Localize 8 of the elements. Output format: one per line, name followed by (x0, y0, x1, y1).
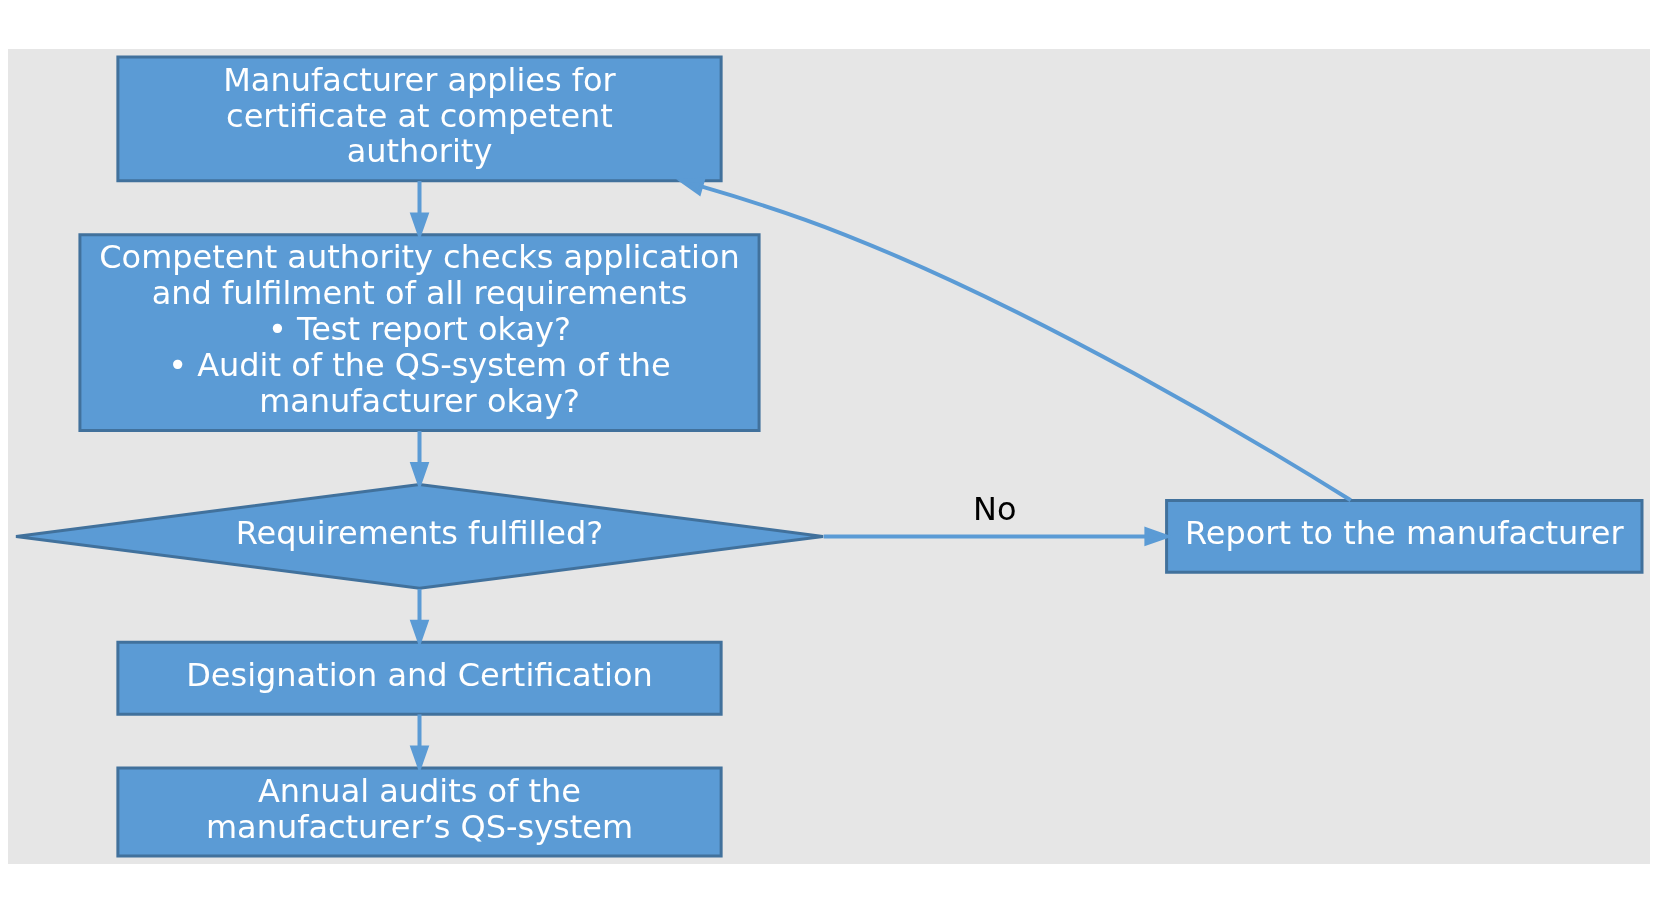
edge-label: No (973, 490, 1017, 529)
node-diamond: Requirements fulfilled? (14, 482, 825, 590)
node-box: Manufacturer applies for certificate at competent authority (116, 55, 723, 183)
node-box: Annual audits of the manufacturer’s QS-system (116, 766, 723, 858)
node-box: Report to the manufacturer (1165, 498, 1644, 574)
node-box: Designation and Certification (116, 640, 723, 716)
node-box: Competent authority checks application and fulfilment of all requirements • Test report okay? • Audit of the QS-system of the manufacturer okay? (78, 233, 761, 433)
arrow (676, 177, 1352, 502)
